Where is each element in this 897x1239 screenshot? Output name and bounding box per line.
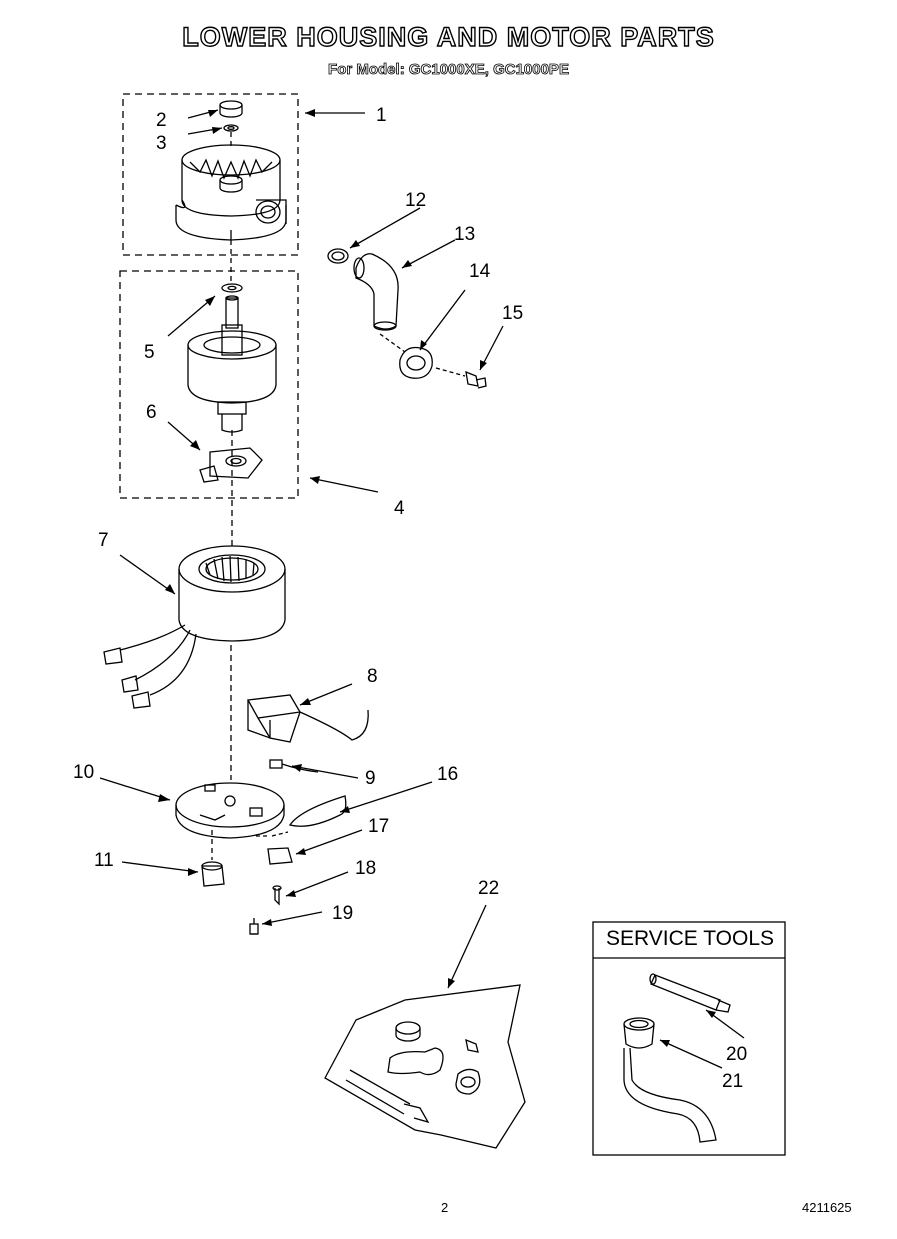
part-6-bracket xyxy=(199,447,263,483)
service-tools-title: SERVICE TOOLS xyxy=(605,927,775,950)
part-10-end-plate xyxy=(175,782,285,839)
callout-6: 6 xyxy=(146,402,157,423)
callout-13: 13 xyxy=(454,224,475,245)
part-18-screw xyxy=(272,885,282,906)
callout-4: 4 xyxy=(394,498,405,519)
callout-5: 5 xyxy=(144,342,155,363)
callout-11: 11 xyxy=(94,850,114,871)
rotor-shaft xyxy=(187,295,277,433)
part-3-washer xyxy=(223,124,239,132)
callout-19: 19 xyxy=(332,903,353,924)
part-12-gasket xyxy=(327,248,349,264)
page-title: LOWER HOUSING AND MOTOR PARTS xyxy=(182,21,715,52)
part-11-nut xyxy=(201,861,225,887)
part-14-flange xyxy=(399,346,433,379)
part-16-shield xyxy=(288,795,347,827)
callout-3: 3 xyxy=(156,133,167,154)
callout-20: 20 xyxy=(726,1044,747,1065)
leader-lines xyxy=(99,109,745,1069)
part-13-elbow xyxy=(353,253,399,331)
callout-8: 8 xyxy=(367,666,378,687)
assembly-1-box xyxy=(122,93,299,256)
callout-16: 16 xyxy=(437,764,458,785)
part-17-pad xyxy=(256,831,293,865)
part-22-parts-bag xyxy=(324,984,526,1149)
part-1-lower-housing xyxy=(175,144,287,241)
callout-1: 1 xyxy=(376,105,387,126)
document-number: 4211625 xyxy=(802,1200,852,1215)
callout-15: 15 xyxy=(502,303,523,324)
callout-12: 12 xyxy=(405,190,426,211)
service-tools-box xyxy=(592,921,786,1156)
callout-14: 14 xyxy=(469,261,491,282)
part-5-washer xyxy=(221,283,243,293)
part-7-stator xyxy=(103,545,286,709)
callout-17: 17 xyxy=(368,816,389,837)
part-8-switch xyxy=(246,694,369,743)
callout-18: 18 xyxy=(355,858,376,879)
arrowheads xyxy=(158,109,716,1047)
callout-2: 2 xyxy=(156,110,167,131)
part-21-stopper-tool xyxy=(623,1017,717,1143)
part-20-wrench-tool xyxy=(649,973,731,1013)
part-15-bolt xyxy=(465,370,487,389)
page-number: 2 xyxy=(441,1200,449,1215)
part-2-cap xyxy=(219,100,243,118)
callout-9: 9 xyxy=(365,768,376,789)
callout-7: 7 xyxy=(98,530,109,551)
model-subtitle: For Model: GC1000XE, GC1000PE xyxy=(328,61,570,79)
callout-numbers: 1 2 3 4 5 6 7 8 9 10 11 12 13 14 15 16 1… xyxy=(73,105,747,1092)
part-19-screw xyxy=(249,918,259,935)
assembly-4-box xyxy=(119,270,299,499)
callout-22: 22 xyxy=(478,878,499,899)
callout-21: 21 xyxy=(722,1071,743,1092)
callout-10: 10 xyxy=(73,762,94,783)
